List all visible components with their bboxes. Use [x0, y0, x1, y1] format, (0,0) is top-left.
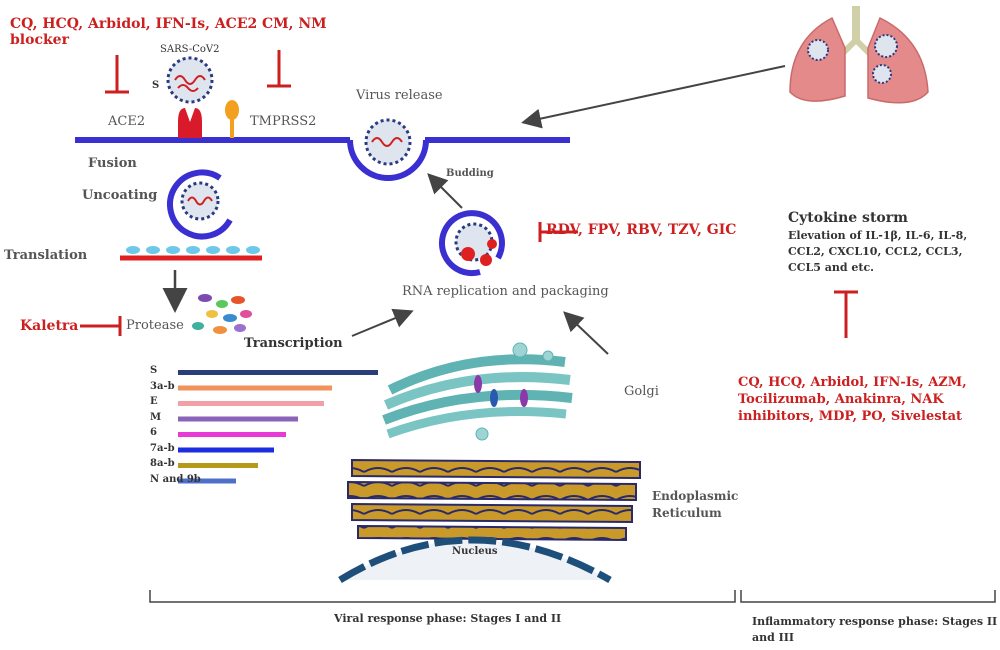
er-label: Endoplasmic Reticulum: [652, 489, 739, 520]
transcription-arrow: [351, 308, 414, 337]
cytokine-storm-title: Cytokine storm: [788, 210, 908, 226]
protease-fragments: [192, 294, 252, 334]
gene-label: M: [150, 411, 162, 423]
fusion-label: Fusion: [88, 156, 137, 171]
spike-label: S: [152, 80, 160, 91]
gene-bar: [178, 416, 298, 422]
ace2-inhibition-marker: [105, 55, 129, 94]
virus-release-label: Virus release: [356, 88, 443, 103]
viral-phase-bracket: [149, 590, 736, 603]
golgi-arrow: [563, 311, 609, 355]
gene-bar: [178, 463, 258, 468]
transcription-label: Transcription: [244, 336, 343, 351]
gene-label: E: [150, 396, 158, 407]
uncoating-label: Uncoating: [82, 188, 158, 203]
gene-label: N and 9b: [150, 473, 201, 485]
golgi-label: Golgi: [624, 384, 659, 399]
gene-bar-chart: [178, 370, 378, 484]
replication-inhibition-marker: [538, 222, 578, 242]
gene-label: 6: [150, 427, 157, 438]
gene-bar: [178, 478, 236, 484]
tmprss2-inhibition-marker: [267, 50, 291, 88]
gene-bar: [178, 370, 378, 375]
tmprss2-receptor: [225, 100, 239, 138]
lungs-illustration: [789, 6, 929, 104]
lung-arrow: [521, 65, 786, 129]
translation-label: Translation: [4, 248, 88, 263]
sars-cov2-virion: [166, 56, 214, 104]
translation-strand: [120, 246, 262, 261]
rna-replication-label: RNA replication and packaging: [402, 284, 609, 299]
gene-bar: [178, 447, 274, 453]
uncoating-virion: [167, 169, 233, 240]
gene-bar: [178, 432, 286, 437]
endoplasmic-reticulum: [347, 458, 641, 542]
golgi-apparatus: [382, 342, 573, 441]
budding-virion: [347, 118, 429, 181]
inflammatory-phase-label: Inflammatory response phase: Stages II a…: [752, 615, 998, 644]
ace2-label: ACE2: [108, 114, 146, 129]
replication-blocker-drugs: RDV, FPV, RBV, TZV, GIC: [546, 222, 737, 238]
entry-blocker-drugs: CQ, HCQ, Arbidol, IFN-Is, ACE2 blocker: [10, 16, 258, 48]
gene-bar: [178, 401, 324, 406]
nucleus-label: Nucleus: [452, 546, 498, 557]
protease-blocker-drug: Kaletra: [20, 318, 79, 334]
inflammatory-phase-bracket: [740, 590, 996, 603]
replication-complex: [439, 210, 505, 277]
cytokine-inhibition-marker: [834, 290, 858, 338]
nucleus-envelope: [338, 536, 612, 584]
budding-arrow: [427, 173, 463, 209]
viral-phase-label: Viral response phase: Stages I and II: [334, 612, 562, 625]
gene-bar: [178, 385, 332, 391]
tmprss2-blocker-drugs: CM, NM: [262, 16, 327, 32]
protease-label: Protease: [126, 318, 184, 333]
gene-label: 8a-b: [150, 458, 175, 469]
budding-label: Budding: [446, 168, 494, 179]
virus-label: SARS-CoV2: [160, 44, 220, 55]
ace2-receptor: [178, 108, 202, 138]
protease-inhibition-marker: [80, 316, 122, 336]
gene-label: S: [150, 365, 158, 376]
gene-label: 7a-b: [150, 442, 175, 454]
inflammation-drugs: CQ, HCQ, Arbidol, IFN-Is, AZM, Tocilizum…: [738, 375, 967, 424]
gene-label: 3a-b: [150, 380, 175, 392]
cytokine-storm-text: Elevation of IL-1β, IL-6, IL-8, CCL2, CX…: [788, 229, 968, 274]
tmprss2-label: TMPRSS2: [250, 114, 317, 129]
